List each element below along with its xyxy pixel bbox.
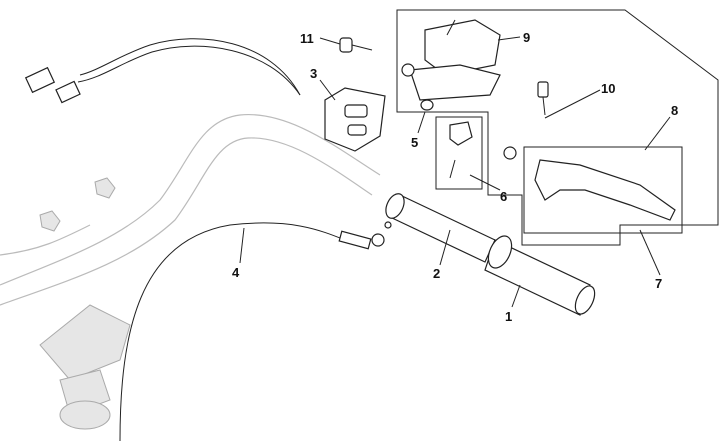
handlebar-ghost	[0, 114, 381, 430]
callout-11: 11	[300, 31, 314, 46]
wire-harness	[24, 38, 301, 104]
part-brake-lever	[534, 159, 676, 221]
part-clamp	[449, 121, 473, 146]
callout-8: 8	[671, 103, 678, 118]
callout-2: 2	[433, 266, 440, 281]
callout-9: 9	[523, 30, 530, 45]
lever-box	[523, 146, 683, 234]
part-throttle-grip	[385, 193, 496, 263]
clamp-box	[435, 116, 483, 190]
part-hand-grip	[484, 235, 596, 316]
callout-4: 4	[232, 265, 240, 280]
assembly-outline	[396, 9, 719, 246]
part-throttle-cable	[119, 221, 392, 441]
part-master-cylinder	[401, 19, 501, 101]
callout-3: 3	[310, 66, 317, 81]
callout-6: 6	[500, 189, 507, 204]
callout-7: 7	[655, 276, 662, 291]
leader-lines	[239, 36, 671, 308]
part-pivot-bolt	[537, 81, 549, 98]
callout-1: 1	[505, 309, 512, 324]
callout-10: 10	[601, 81, 615, 96]
part-bolt	[339, 37, 373, 53]
part-nut	[503, 146, 517, 160]
callout-5: 5	[411, 135, 418, 150]
part-washer	[420, 99, 434, 111]
part-switch-housing	[324, 87, 386, 152]
